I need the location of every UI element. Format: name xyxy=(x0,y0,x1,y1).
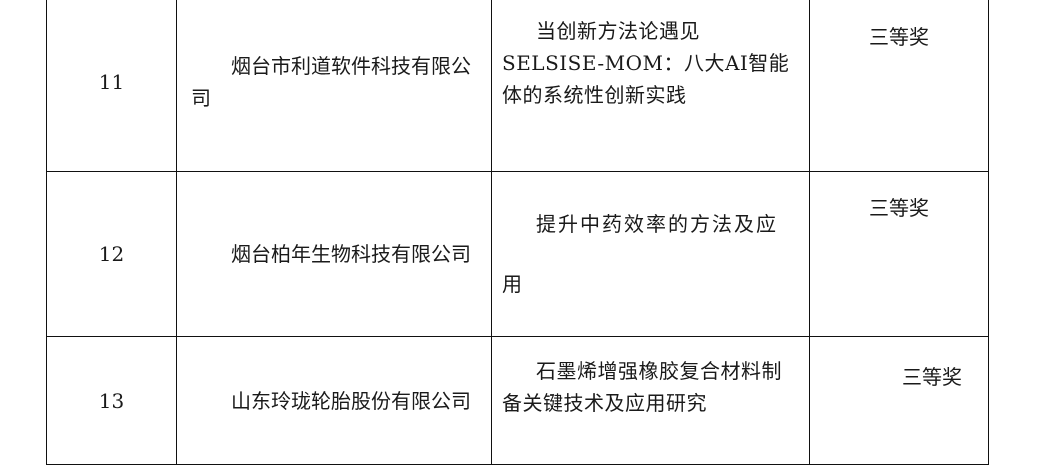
table-row: 12 烟台柏年生物科技有限公司 提升中药效率的方法及应用 三等奖 xyxy=(46,171,989,337)
award-level: 三等奖 xyxy=(809,171,989,337)
organization-cell: 山东玲珑轮胎股份有限公司 xyxy=(176,336,492,465)
row-number: 11 xyxy=(46,0,177,172)
project-cell: 石墨烯增强橡胶复合材料制备关键技术及应用研究 xyxy=(491,336,810,465)
awards-table: 11 烟台市利道软件科技有限公司 当创新方法论遇见SELSISE-MOM：八大A… xyxy=(46,0,989,465)
project-title: 石墨烯增强橡胶复合材料制备关键技术及应用研究 xyxy=(502,359,782,415)
project-title: 当创新方法论遇见SELSISE-MOM：八大AI智能体的系统性创新实践 xyxy=(502,19,790,107)
organization-name: 烟台市利道软件科技有限公司 xyxy=(191,54,471,110)
organization-name: 烟台柏年生物科技有限公司 xyxy=(231,242,471,266)
organization-cell: 烟台柏年生物科技有限公司 xyxy=(176,171,492,337)
organization-name: 山东玲珑轮胎股份有限公司 xyxy=(231,388,471,413)
organization-cell: 烟台市利道软件科技有限公司 xyxy=(176,0,492,172)
award-level: 三等奖 xyxy=(809,0,989,172)
project-title: 提升中药效率的方法及应用 xyxy=(502,212,778,296)
table-row: 13 山东玲珑轮胎股份有限公司 石墨烯增强橡胶复合材料制备关键技术及应用研究 三… xyxy=(46,336,989,465)
award-level: 三等奖 xyxy=(809,336,989,465)
project-cell: 当创新方法论遇见SELSISE-MOM：八大AI智能体的系统性创新实践 xyxy=(491,0,810,172)
table-row: 11 烟台市利道软件科技有限公司 当创新方法论遇见SELSISE-MOM：八大A… xyxy=(46,0,989,172)
row-number: 12 xyxy=(46,171,177,337)
project-cell: 提升中药效率的方法及应用 xyxy=(491,171,810,337)
row-number: 13 xyxy=(46,336,177,465)
